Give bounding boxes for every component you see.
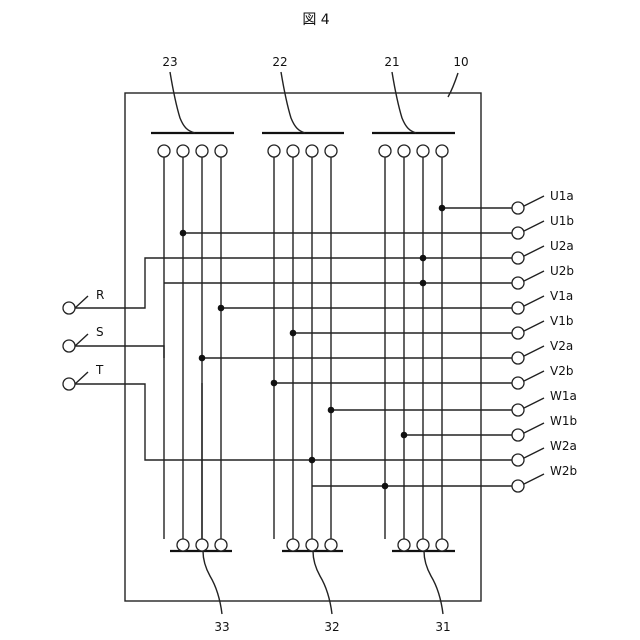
junction-output-w1a [328,407,335,414]
leader-22 [281,72,305,133]
label-bottom-bus-31: 31 [435,620,450,634]
bottom-terminal-32-3 [325,539,337,551]
terminal-output-w2a [512,454,524,466]
output-label-u1b: U1b [550,214,574,228]
top-terminal-23-4 [215,145,227,157]
output-label-v2a: V2a [550,339,573,353]
terminal-output-w2b [512,480,524,492]
bottom-terminal-33-2 [196,539,208,551]
junction-output-u1b [180,230,187,237]
terminal-output-u2b [512,277,524,289]
tick-input-s [75,334,88,346]
tick-output-w2a [524,448,544,458]
top-terminal-22-3 [306,145,318,157]
tick-output-u2a [524,246,544,256]
junction-output-w2a [309,457,316,464]
top-terminal-23-3 [196,145,208,157]
junction-output-w1b [401,432,408,439]
label-top-bus-21: 21 [384,55,399,69]
tick-output-v2b [524,371,544,381]
wire-input-s [75,346,164,358]
output-label-w1b: W1b [550,414,577,428]
output-label-u2b: U2b [550,264,574,278]
tick-output-w1b [524,423,544,433]
input-label-s: S [96,325,104,339]
terminal-output-v1a [512,302,524,314]
junction-output-u2a [420,255,427,262]
top-terminal-23-1 [158,145,170,157]
figure-title: 図 4 [302,12,329,28]
output-label-w2b: W2b [550,464,577,478]
terminal-output-u1a [512,202,524,214]
wire-input-t [75,384,312,460]
label-bottom-bus-33: 33 [214,620,229,634]
bottom-terminal-33-1 [177,539,189,551]
top-terminal-21-4 [436,145,448,157]
tick-output-v1b [524,321,544,331]
top-terminal-21-3 [417,145,429,157]
top-terminal-22-1 [268,145,280,157]
tick-input-r [75,296,88,308]
output-label-v1a: V1a [550,289,573,303]
terminal-output-v2a [512,352,524,364]
junction-output-w2b [382,483,389,490]
terminal-input-t [63,378,75,390]
tick-output-u1b [524,221,544,231]
output-label-u2a: U2a [550,239,574,253]
leader-23 [170,72,195,133]
junction-output-v1b [290,330,297,337]
bottom-terminal-31-3 [436,539,448,551]
bottom-terminal-32-1 [287,539,299,551]
leader-33 [203,551,222,614]
leader-21 [392,72,416,133]
terminal-input-s [63,340,75,352]
bottom-terminal-32-2 [306,539,318,551]
input-label-r: R [96,288,104,302]
top-terminal-21-2 [398,145,410,157]
terminal-output-u2a [512,252,524,264]
leader-31 [424,551,443,614]
leader-32 [313,551,332,614]
tick-output-u2b [524,271,544,281]
output-label-w2a: W2a [550,439,577,453]
output-label-w1a: W1a [550,389,577,403]
bottom-terminal-31-2 [417,539,429,551]
tick-output-u1a [524,196,544,206]
label-top-bus-23: 23 [162,55,177,69]
top-terminal-22-4 [325,145,337,157]
housing-outline [125,93,481,601]
top-terminal-22-2 [287,145,299,157]
top-terminal-23-2 [177,145,189,157]
output-label-u1a: U1a [550,189,574,203]
terminal-input-r [63,302,75,314]
output-label-v2b: V2b [550,364,573,378]
junction-output-v2a [199,355,206,362]
terminal-output-v2b [512,377,524,389]
tick-output-w2b [524,474,544,484]
label-housing: 10 [453,55,468,69]
input-label-t: T [95,363,104,377]
bottom-terminal-31-1 [398,539,410,551]
tick-output-w1a [524,398,544,408]
terminal-output-w1b [512,429,524,441]
tick-output-v2a [524,346,544,356]
output-label-v1b: V1b [550,314,573,328]
terminal-output-w1a [512,404,524,416]
label-bottom-bus-32: 32 [324,620,339,634]
junction-u2b-423 [420,280,427,287]
terminal-output-v1b [512,327,524,339]
junction-output-v2b [271,380,278,387]
junction-output-u1a [439,205,446,212]
bottom-terminal-33-3 [215,539,227,551]
terminal-output-u1b [512,227,524,239]
junction-output-v1a [218,305,225,312]
label-top-bus-22: 22 [272,55,287,69]
top-terminal-21-1 [379,145,391,157]
tick-input-t [75,372,88,384]
tick-output-v1a [524,296,544,306]
